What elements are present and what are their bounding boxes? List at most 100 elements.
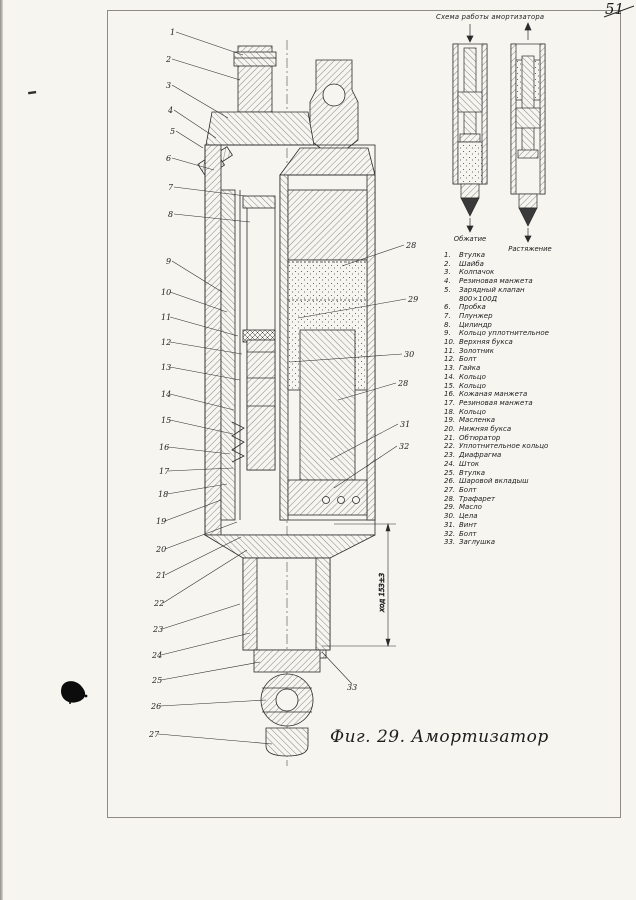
part-name: Кольцо xyxy=(459,372,486,381)
part-name: Шток xyxy=(459,459,480,468)
part-number: 19. xyxy=(444,416,456,425)
parts-list-row: 28.Трафарет xyxy=(444,495,580,504)
parts-list-row: 10.Верхняя букса xyxy=(444,338,580,347)
parts-list: 1. Втулка 2. Шайба 3. Колпачок 4. Резиновая … xyxy=(444,251,580,547)
part-number: 11. xyxy=(444,346,456,355)
part-name: Болт xyxy=(459,355,477,364)
part-name: Цела xyxy=(459,512,478,521)
parts-list-row: 6. Пробка xyxy=(444,303,580,312)
part-name: Пробка xyxy=(459,303,486,312)
parts-list-row: 29.Масло xyxy=(444,503,580,512)
scan-artifact-tick xyxy=(28,90,37,95)
part-number: 22. xyxy=(444,442,456,451)
parts-list-row: 13.Гайка xyxy=(444,364,580,373)
parts-list-row: 15.Кольцо xyxy=(444,382,580,391)
figure-caption: Фиг. 29. Амортизатор xyxy=(330,727,549,747)
part-name: Болт xyxy=(459,529,477,538)
parts-list-row: 32.Болт xyxy=(444,530,580,539)
part-number: 5. xyxy=(444,285,451,294)
part-name: Резиновая манжета xyxy=(459,398,533,407)
part-number: 31. xyxy=(444,520,456,529)
part-number: 26. xyxy=(444,477,456,486)
part-number: 17. xyxy=(444,398,456,407)
part-number: 27. xyxy=(444,485,456,494)
parts-list-row: 16.Кожаная манжета xyxy=(444,390,580,399)
parts-list-row: 5. Зарядный клапан 800×100Д xyxy=(444,286,580,303)
part-number: 16. xyxy=(444,390,456,399)
part-number: 25. xyxy=(444,468,456,477)
part-number: 9. xyxy=(444,329,451,338)
parts-list-row: 1. Втулка xyxy=(444,251,580,260)
parts-list-row: 11.Золотник xyxy=(444,347,580,356)
parts-list-row: 26.Шаровой вкладыш xyxy=(444,477,580,486)
part-number: 1. xyxy=(444,251,451,259)
part-name: Трафарет xyxy=(459,494,496,503)
ink-blot-artifact xyxy=(61,681,88,704)
part-name: Шайба xyxy=(459,259,484,268)
part-name: Болт xyxy=(459,485,477,494)
part-name: Уплотнительное кольцо xyxy=(459,442,549,451)
parts-list-row: 7. Плунжер xyxy=(444,312,580,321)
part-name: Винт xyxy=(459,520,478,529)
part-number: 24. xyxy=(444,459,456,468)
part-name: Кольцо xyxy=(459,381,486,390)
part-name: Кольцо xyxy=(459,407,486,416)
part-name: Масленка xyxy=(459,416,496,425)
part-name: Нижняя букса xyxy=(459,425,512,434)
part-name: Резиновая манжета xyxy=(459,277,533,286)
part-name: Плунжер xyxy=(459,311,493,320)
part-number: 4. xyxy=(444,277,451,286)
parts-list-row: 17.Резиновая манжета xyxy=(444,399,580,408)
parts-list-row: 24.Шток xyxy=(444,460,580,469)
parts-list-row: 30.Цела xyxy=(444,512,580,521)
part-name: Гайка xyxy=(459,364,481,373)
part-name: Зарядный клапан 800×100Д xyxy=(459,285,525,303)
parts-list-row: 3. Колпачок xyxy=(444,268,580,277)
parts-list-row: 18.Кольцо xyxy=(444,408,580,417)
parts-list-row: 22.Уплотнительное кольцо xyxy=(444,442,580,451)
part-number: 33. xyxy=(444,538,456,547)
frame-border xyxy=(107,10,621,818)
schema-title: Схема работы амортизатора xyxy=(436,13,545,21)
part-number: 32. xyxy=(444,529,456,538)
part-number: 15. xyxy=(444,381,456,390)
parts-list-row: 14.Кольцо xyxy=(444,373,580,382)
part-name: Обтюратор xyxy=(459,433,501,442)
part-number: 28. xyxy=(444,494,456,503)
parts-list-row: 23.Диафрагма xyxy=(444,451,580,460)
parts-list-row: 33.Заглушка xyxy=(444,538,580,547)
parts-list-row: 2. Шайба xyxy=(444,260,580,269)
part-number: 7. xyxy=(444,311,451,320)
part-number: 29. xyxy=(444,503,456,512)
part-number: 13. xyxy=(444,364,456,373)
parts-list-row: 25.Втулка xyxy=(444,469,580,478)
part-name: Колпачок xyxy=(459,268,495,277)
part-number: 14. xyxy=(444,372,456,381)
parts-list-row: 19.Масленка xyxy=(444,416,580,425)
part-name: Цилиндр xyxy=(459,320,492,329)
part-number: 23. xyxy=(444,451,456,460)
part-number: 2. xyxy=(444,259,451,268)
part-name: Масло xyxy=(459,503,482,512)
scan-edge-shadow xyxy=(0,0,3,900)
part-name: Шаровой вкладыш xyxy=(459,477,529,486)
part-number: 6. xyxy=(444,303,451,312)
part-name: Кольцо уплотнительное xyxy=(459,329,549,338)
parts-list-row: 12.Болт xyxy=(444,355,580,364)
part-name: Втулка xyxy=(459,468,486,477)
part-name: Золотник xyxy=(459,346,494,355)
parts-list-row: 4. Резиновая манжета xyxy=(444,277,580,286)
part-number: 18. xyxy=(444,407,456,416)
parts-list-row: 9. Кольцо уплотнительное xyxy=(444,329,580,338)
parts-list-row: 21.Обтюратор xyxy=(444,434,580,443)
part-number: 8. xyxy=(444,320,451,329)
part-number: 20. xyxy=(444,425,456,434)
part-name: Диафрагма xyxy=(459,451,502,460)
page-number: 51 xyxy=(605,0,625,18)
part-name: Втулка xyxy=(459,251,486,259)
part-number: 21. xyxy=(444,433,456,442)
parts-list-row: 8. Цилиндр xyxy=(444,321,580,330)
part-number: 12. xyxy=(444,355,456,364)
part-number: 3. xyxy=(444,268,451,277)
